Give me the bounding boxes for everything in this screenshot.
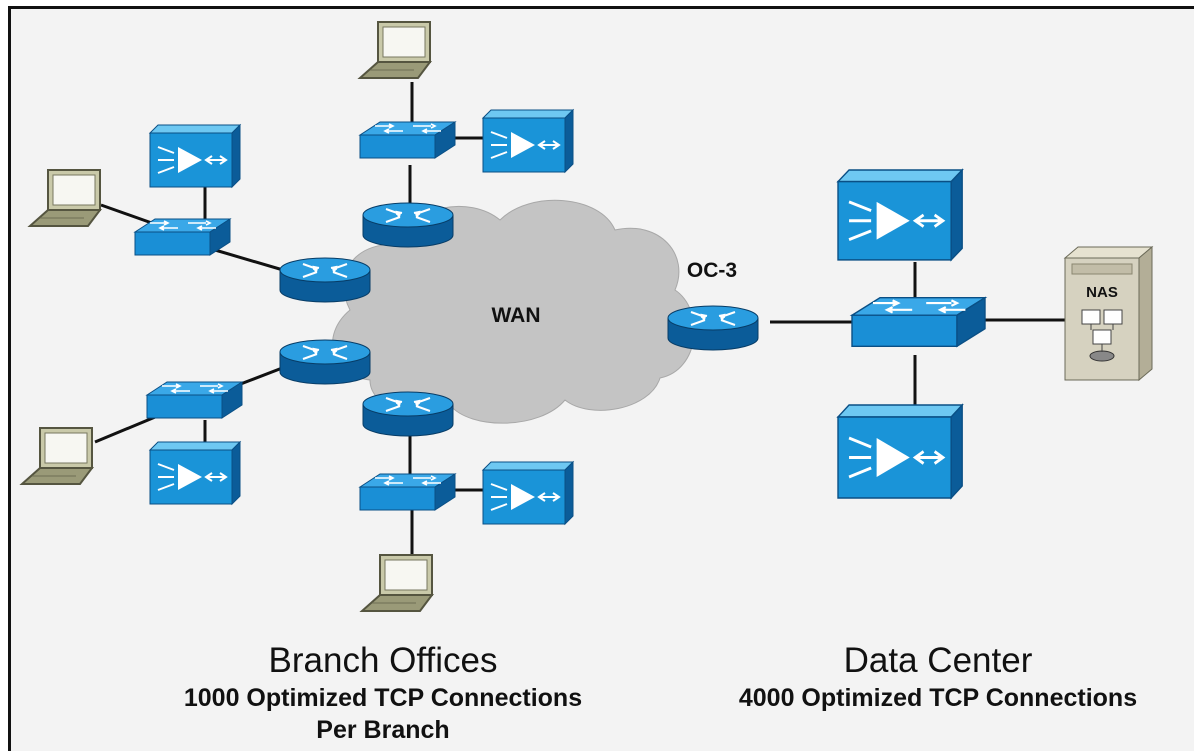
laptop-icon-branch-left2 — [21, 427, 93, 485]
router-icon-branch-left1 — [279, 257, 371, 303]
switch-icon-datacenter — [850, 296, 987, 348]
oc3-label: OC-3 — [687, 259, 737, 282]
datacenter-connections: 4000 Optimized TCP Connections — [739, 684, 1137, 712]
nas-server-icon: NAS — [1063, 245, 1154, 382]
laptop-icon-branch-left1 — [29, 169, 101, 227]
datacenter-title: Data Center — [844, 641, 1033, 680]
accelerator-icon-branch-bottom — [482, 461, 574, 525]
accelerator-icon-branch-top — [482, 109, 574, 173]
router-icon-branch-left2 — [279, 339, 371, 385]
router-icon-oc3 — [667, 305, 759, 351]
wan-label: WAN — [492, 304, 541, 327]
laptop-icon-branch-top — [359, 21, 431, 79]
nas-label: NAS — [1086, 284, 1118, 301]
router-icon-branch-bottom — [362, 391, 454, 437]
branch-per-branch: Per Branch — [316, 716, 449, 744]
switch-icon-branch-left1 — [134, 218, 231, 256]
link-laptop-left2 — [94, 413, 161, 444]
accelerator-icon-datacenter-bottom — [836, 403, 964, 500]
switch-icon-branch-top — [359, 121, 456, 159]
accelerator-icon-datacenter-top — [836, 168, 964, 262]
switch-icon-branch-left2 — [146, 381, 243, 419]
accelerator-icon-branch-left1 — [149, 124, 241, 188]
accelerator-icon-branch-left2 — [149, 441, 241, 505]
router-icon-branch-top — [362, 202, 454, 248]
branch-title: Branch Offices — [269, 641, 498, 680]
branch-connections: 1000 Optimized TCP Connections — [184, 684, 582, 712]
switch-icon-branch-bottom — [359, 473, 456, 511]
laptop-icon-branch-bottom — [361, 554, 433, 612]
